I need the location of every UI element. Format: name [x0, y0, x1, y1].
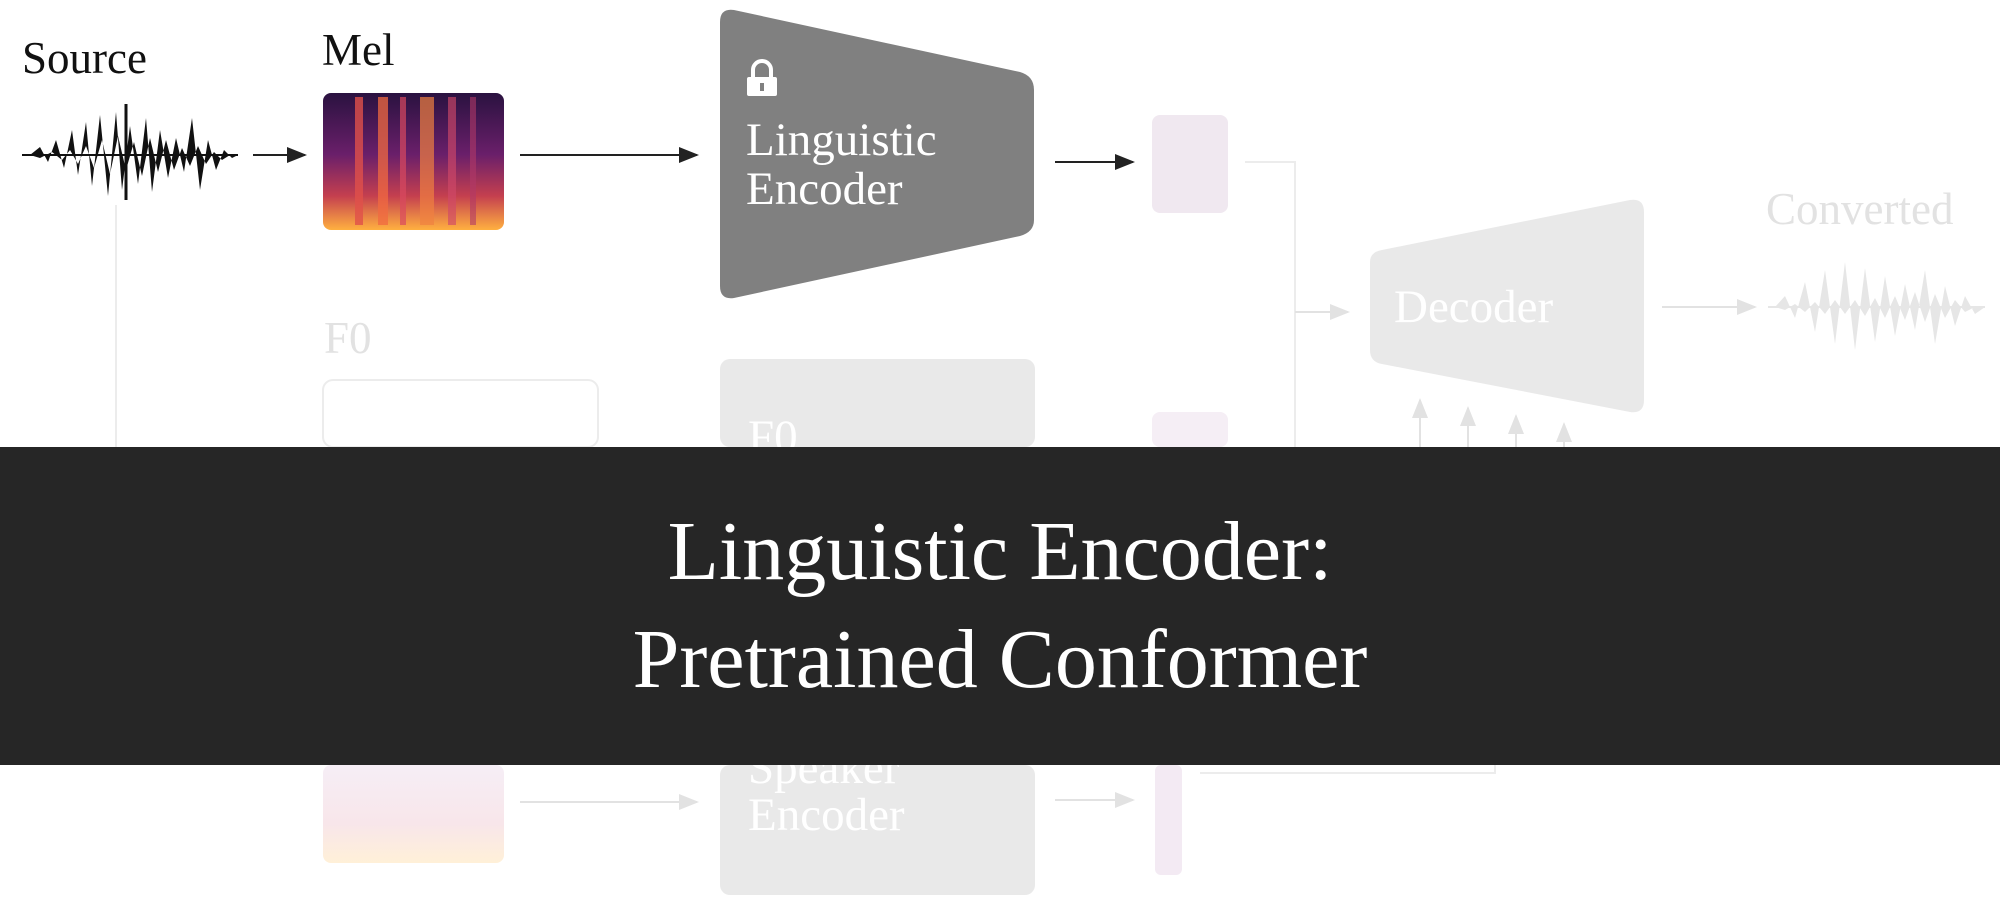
- decoder-block: [1370, 199, 1644, 413]
- banner-title-line1: Linguistic Encoder:: [667, 505, 1333, 598]
- mel-label: Mel: [322, 25, 395, 75]
- linguistic-encoder-label-line1: Linguistic: [746, 114, 937, 166]
- linguistic-embedding: [1152, 115, 1228, 213]
- banner-title-line2: Pretrained Conformer: [632, 613, 1368, 706]
- decoder-label: Decoder: [1394, 281, 1554, 333]
- source-label: Source: [22, 33, 147, 83]
- speaker-mel: [323, 765, 504, 863]
- converted-waveform: [1768, 262, 1985, 350]
- f0-embedding: [1152, 412, 1228, 447]
- lock-icon: [747, 59, 777, 96]
- speaker-encoder-block: [720, 765, 1035, 895]
- caption-banner: Linguistic Encoder: Pretrained Conformer: [0, 447, 2000, 765]
- f0-label: F0: [324, 313, 372, 363]
- speaker-embedding: [1155, 765, 1182, 875]
- speaker-encoder-label-line2: Encoder: [748, 789, 905, 841]
- linguistic-encoder-block: [720, 9, 1034, 299]
- mel-spectrogram: [323, 93, 504, 230]
- f0-encoder-block: [720, 359, 1035, 447]
- faded-diagram-context: [115, 161, 1985, 895]
- source-waveform: [22, 104, 238, 200]
- converted-label: Converted: [1766, 184, 1954, 234]
- f0-contour-box: [322, 379, 599, 448]
- linguistic-encoder-label-line2: Encoder: [746, 163, 903, 215]
